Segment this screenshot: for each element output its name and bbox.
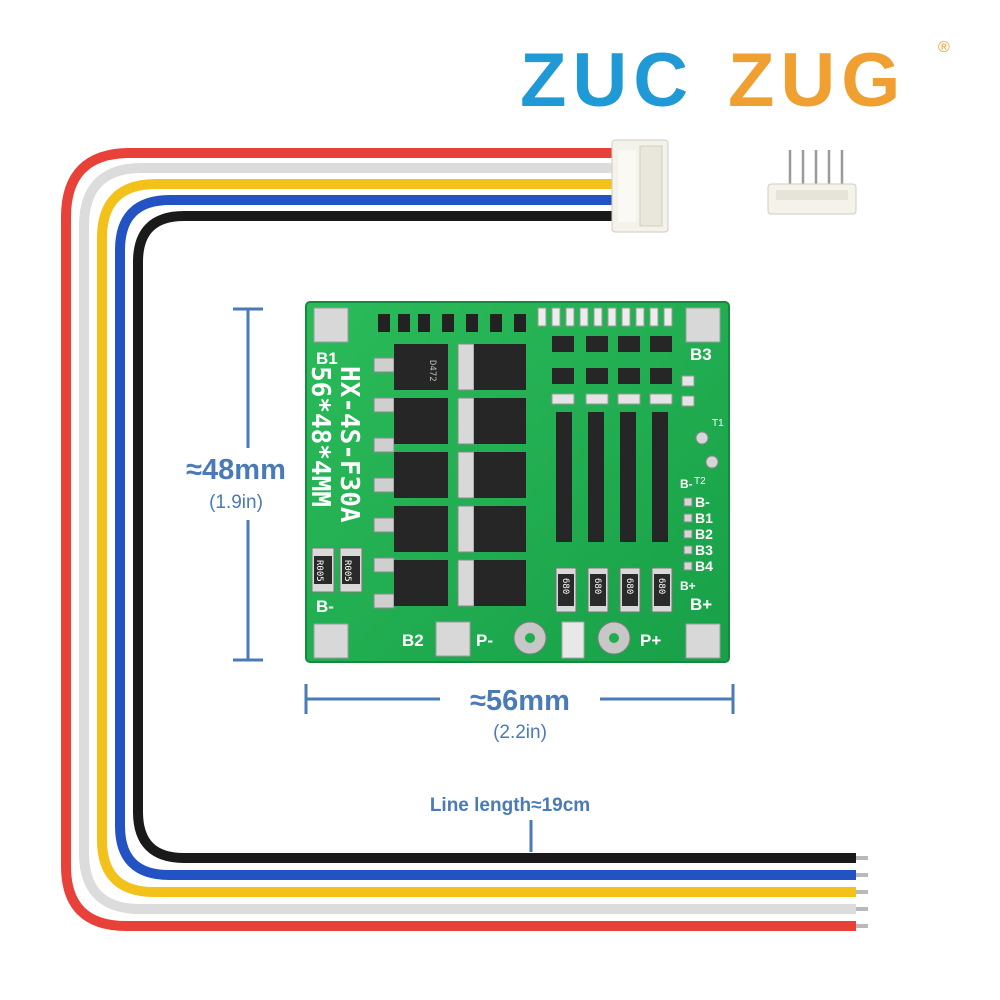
resistor-label-2: 680 (592, 578, 602, 594)
resistor-label-1: 680 (560, 578, 570, 594)
balance-label-b-minus: B- (695, 494, 710, 510)
wire-blue (115, 195, 856, 880)
mosfet-array: D472 (373, 343, 526, 609)
balance-label-b4: B4 (695, 558, 713, 574)
height-dimension: ≈48mm (1.9in) (186, 307, 286, 662)
board-size-text: 56*48*4MM (305, 366, 335, 507)
height-value: ≈48mm (186, 454, 286, 486)
bms-board: HX-4S-F30A 56*48*4MM R005 R005 (305, 301, 730, 663)
shunt-resistors: R005 R005 (311, 547, 363, 593)
line-length-label: Line length≈19cm (430, 795, 590, 816)
thermistor-label-t1: T1 (712, 418, 724, 429)
wire-ends (856, 856, 868, 928)
wire-harness (61, 148, 868, 931)
side-label-b-plus: B+ (680, 579, 696, 593)
brand-logo-part1: ZUC (520, 38, 694, 123)
balance-label-b3: B3 (695, 542, 713, 558)
thermistor-pads: T1 T2 (694, 418, 724, 487)
thermistor-label-t2: T2 (694, 476, 706, 487)
top-components (378, 307, 673, 332)
shunt-label-2: R005 (342, 560, 352, 582)
pad-label-b3: B3 (690, 345, 712, 364)
resistor-label-4: 680 (656, 578, 666, 594)
balance-resistors: 680 680 680 680 (555, 567, 673, 613)
wire-red (61, 148, 856, 931)
pad-label-b-minus: B- (316, 597, 334, 616)
brand-logo-part2: ZUG (728, 38, 906, 123)
registered-mark: ® (938, 39, 950, 56)
width-dimension: ≈56mm (2.2in) (304, 684, 735, 743)
pad-label-b1: B1 (316, 349, 338, 368)
wire-yellow (97, 179, 856, 897)
width-value: ≈56mm (470, 685, 570, 717)
pad-label-p-minus: P- (476, 631, 493, 650)
wire-white (79, 163, 856, 914)
line-length-callout: Line length≈19cm (430, 795, 590, 852)
wire-black (133, 211, 856, 863)
shunt-label-1: R005 (314, 560, 324, 582)
pin-header (767, 150, 857, 215)
brand-logo: ZUC ZUG ® (520, 38, 950, 123)
pad-label-b2: B2 (402, 631, 424, 650)
pad-label-p-plus: P+ (640, 631, 661, 650)
solder-pads (313, 307, 721, 659)
height-inches: (1.9in) (209, 492, 263, 513)
balance-header: B- B1 B2 B3 B4 B- B+ (680, 477, 713, 593)
resistor-label-3: 680 (624, 578, 634, 594)
side-label-b-minus: B- (680, 477, 693, 491)
mosfet-label: D472 (427, 360, 437, 382)
width-inches: (2.2in) (493, 722, 547, 743)
output-pads (513, 621, 631, 659)
balance-label-b2: B2 (695, 526, 713, 542)
balance-label-b1: B1 (695, 510, 713, 526)
balance-circuit (551, 336, 695, 542)
pad-label-b-plus: B+ (690, 595, 712, 614)
board-model-text: HX-4S-F30A (334, 366, 364, 523)
connector-housing (611, 139, 669, 233)
